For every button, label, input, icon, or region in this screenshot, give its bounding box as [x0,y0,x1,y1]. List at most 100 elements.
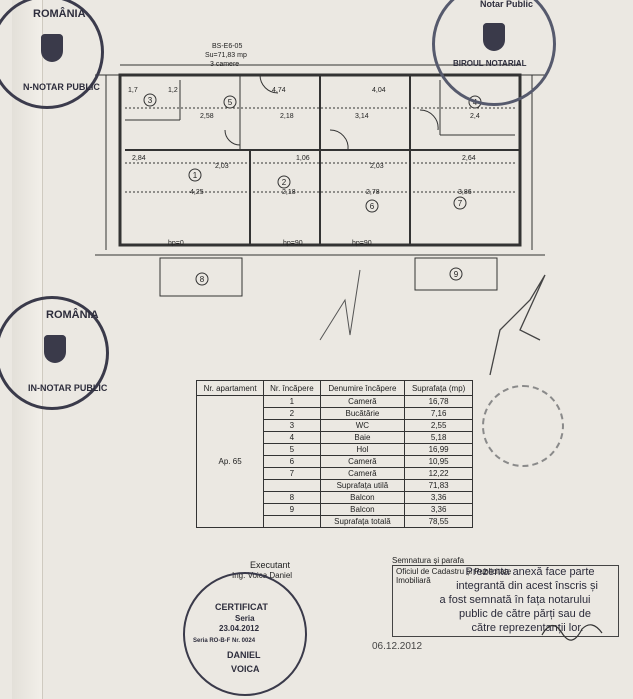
cell-name: Hol [319,443,406,456]
cell-area: 5,18 [404,431,473,444]
dim-top-6: 2,4 [470,113,480,120]
room-number-1: 1 [193,171,198,180]
dim-bot-2: 2,18 [282,189,296,196]
table-row: Ap. 65 1 Cameră 16,78 [195,395,473,528]
room-number-7: 7 [458,199,463,208]
room-number-2: 2 [282,178,287,187]
stamp-mid-left-sub: IN-NOTAR PUBLIC [28,383,108,393]
coat-of-arms-icon [41,34,63,62]
stamp-name-2: VOICA [231,664,260,674]
cell-name: Cameră [319,395,406,408]
executant-stamp: CERTIFICAT Seria 23.04.2012 Seria RO-B-F… [183,572,307,696]
stamp-top-right-sub: BIROUL NOTARIAL [453,59,527,68]
dim-bot-4: 3,86 [458,189,472,196]
dim-mid-1: 2,84 [132,155,146,162]
dim-bot-1: 4,25 [190,189,204,196]
room-number-5: 5 [228,98,233,107]
cell-nr: 5 [263,443,321,456]
notary-stamp-top-right: Notar Public BIROUL NOTARIAL [432,0,556,106]
stamp-series: Seria [235,614,255,623]
stamp-certificate: CERTIFICAT [215,602,268,612]
cell-nr: 2 [263,407,321,420]
cell-nr [263,479,321,492]
stamp-date: 23.04.2012 [219,624,260,633]
cadastru-stamp-box [392,565,619,637]
cell-area: 3,36 [404,491,473,504]
executant-label: Executant [250,560,291,570]
stamp-top-left-sub: N-NOTAR PUBLIC [23,82,100,92]
stamp-name-1: DANIEL [227,650,261,660]
dim-top-8: 1,2 [168,87,178,94]
coat-of-arms-icon [44,335,66,363]
overlay-line-5: către reprezentanții lor. [471,622,584,634]
col-header-room-name: Denumire încăpere [319,380,406,396]
col-header-area: Suprafața (mp) [404,380,473,396]
cell-name: WC [319,419,406,432]
cell-area: 16,99 [404,443,473,456]
col-header-room-nr: Nr. încăpere [263,380,321,396]
area-table: Nr. apartament Nr. încăpere Denumire înc… [195,380,473,528]
cell-nr: 3 [263,419,321,432]
dim-top-2: 4,04 [372,87,386,94]
cell-nr: 7 [263,467,321,480]
cell-nr: 4 [263,431,321,444]
room-number-8: 8 [200,275,205,284]
dim-top-4: 2,18 [280,113,294,120]
overlay-line-4: public de către părți sau de [458,608,592,620]
dim-top-3: 2,58 [200,113,214,120]
signature-stroke-2 [489,274,546,376]
cell-name: Baie [319,431,406,444]
cell-name: Suprafața totală [319,515,406,528]
dim-top-7: 1,7 [128,87,138,94]
hp-label-1: hp=0 [168,240,184,247]
plan-area-label: Su=71,83 mp [205,52,247,59]
dim-mid-2: 2,03 [215,163,229,170]
col-header-apartment: Nr. apartament [195,380,265,396]
cell-area: 7,16 [404,407,473,420]
dim-top-5: 3,14 [355,113,369,120]
coat-of-arms-icon [483,23,505,51]
room-number-3: 3 [148,96,153,105]
cell-name: Balcon [319,503,406,516]
hp-label-2: hp=90 [283,240,303,247]
cell-nr: 8 [263,491,321,504]
cell-name: Bucătărie [319,407,406,420]
cell-area: 10,95 [404,455,473,468]
cell-area: 2,55 [404,419,473,432]
cell-nr: 6 [263,455,321,468]
dim-top-1: 4,74 [272,87,286,94]
apartment-cell: Ap. 65 [195,395,265,528]
cell-area: 12,22 [404,467,473,480]
overlay-line-3: a fost semnată în fața notarului [439,594,591,606]
plan-code-label: BS-E6-05 [212,43,242,50]
dim-mid-5: 2,64 [462,155,476,162]
cell-area: 3,36 [404,503,473,516]
dim-bot-3: 2,78 [366,189,380,196]
plan-rooms-label: 3 camere [210,61,239,68]
cell-nr: 9 [263,503,321,516]
room-number-6: 6 [370,202,375,211]
cell-nr: 1 [263,395,321,408]
cell-area: 78,55 [404,515,473,528]
overlay-line-2: integrantă din acest înscris și [456,580,598,592]
cell-name: Balcon [319,491,406,504]
overlay-line-1: Prezenta anexă face parte [465,566,595,578]
signature-note: Semnatura și parafa [392,556,465,565]
cell-name: Suprafața utilă [319,479,406,492]
stamp-top-left-text: ROMÂNIA [33,8,86,20]
cell-nr [263,515,321,528]
cell-area: 16,78 [404,395,473,408]
stamp-top-right-text: Notar Public [480,0,534,9]
cell-area: 71,83 [404,479,473,492]
notary-stamp-mid-left: ROMÂNIA IN-NOTAR PUBLIC [0,296,109,410]
dim-mid-4: 2,03 [370,163,384,170]
faint-stamp-right [482,385,564,467]
signature-stroke-1 [319,269,361,341]
